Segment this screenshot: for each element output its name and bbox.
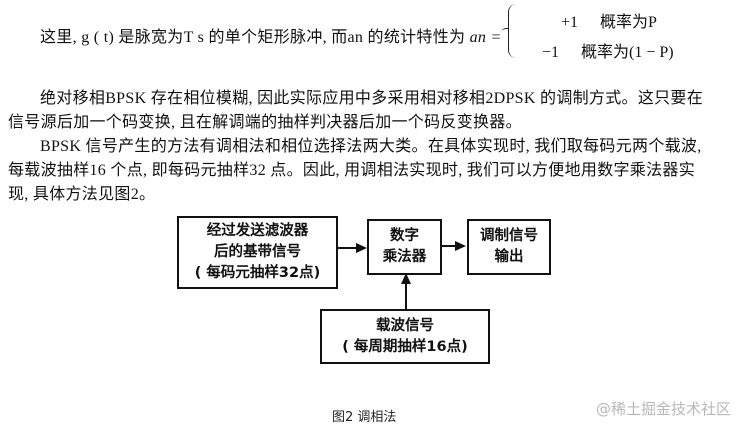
arrowhead-up-icon [401,273,411,284]
arrowhead-right-icon [356,243,367,253]
formula-case-2: −1 概率为(1 − P) [542,38,674,62]
carrier-signal-box: 载波信号 ( 每周期抽样16点) [320,309,490,364]
output-line-2: 输出 [494,249,524,265]
case2-value: −1 [542,44,560,61]
formula-case-1: +1 概率为P [561,8,657,32]
paragraph-dpsk-line-2: 信号源后加一个码变换, 且在解调端的抽样判决器后加一个码反变换器。 [8,114,522,131]
piecewise-brace [501,4,519,58]
multiplier-line-1: 数字 [390,228,419,244]
modulated-output-box: 调制信号 输出 [467,219,551,275]
carrier-line-1: 载波信号 [376,317,434,334]
figure-caption: 图2 调相法 [332,410,397,425]
baseband-line-1: 经过发送滤波器 [206,223,309,239]
arrow-multiplier-to-output [440,245,456,247]
watermark: @稀土掘金技术社区 [596,400,732,418]
paragraph-intro: 这里, g ( t) 是脉宽为T s 的单个矩形脉冲, 而an 的统计特性为 a… [40,23,502,47]
digital-multiplier-box: 数字 乘法器 [367,219,442,275]
baseband-line-2: 后的基带信号 [214,244,301,260]
paragraph-methods-line-2: 每载波抽样16 个点, 即每码元抽样32 点。因此, 用调相法实现时, 我们可以… [8,162,696,179]
baseband-signal-box: 经过发送滤波器 后的基带信号 ( 每码元抽样32点) [177,216,338,289]
case2-condition: 概率为(1 − P) [581,44,674,61]
arrow-carrier-to-multiplier [405,283,407,310]
output-line-1: 调制信号 [480,228,538,244]
carrier-line-2: ( 每周期抽样16点) [342,338,468,355]
paragraph-methods-line-1: BPSK 信号产生的方法有调相法和相位选择法两大类。在具体实现时, 我们取每码元… [40,138,702,155]
baseband-line-3: ( 每码元抽样32点) [194,265,321,281]
intro-text: 这里, g ( t) 是脉宽为T s 的单个矩形脉冲, 而an 的统计特性为 [40,29,470,46]
paragraph-methods-line-3: 现, 具体方法见图2。 [8,186,156,203]
arrowhead-right-icon [455,241,466,251]
arrow-baseband-to-multiplier [336,247,358,249]
multiplier-line-2: 乘法器 [382,249,427,265]
case1-value: +1 [561,14,579,31]
case1-condition: 概率为P [600,14,657,31]
formula-lhs: an = [469,29,502,46]
paragraph-dpsk-line-1: 绝对移相BPSK 存在相位模糊, 因此实际应用中多采用相对移相2DPSK 的调制… [40,90,704,107]
